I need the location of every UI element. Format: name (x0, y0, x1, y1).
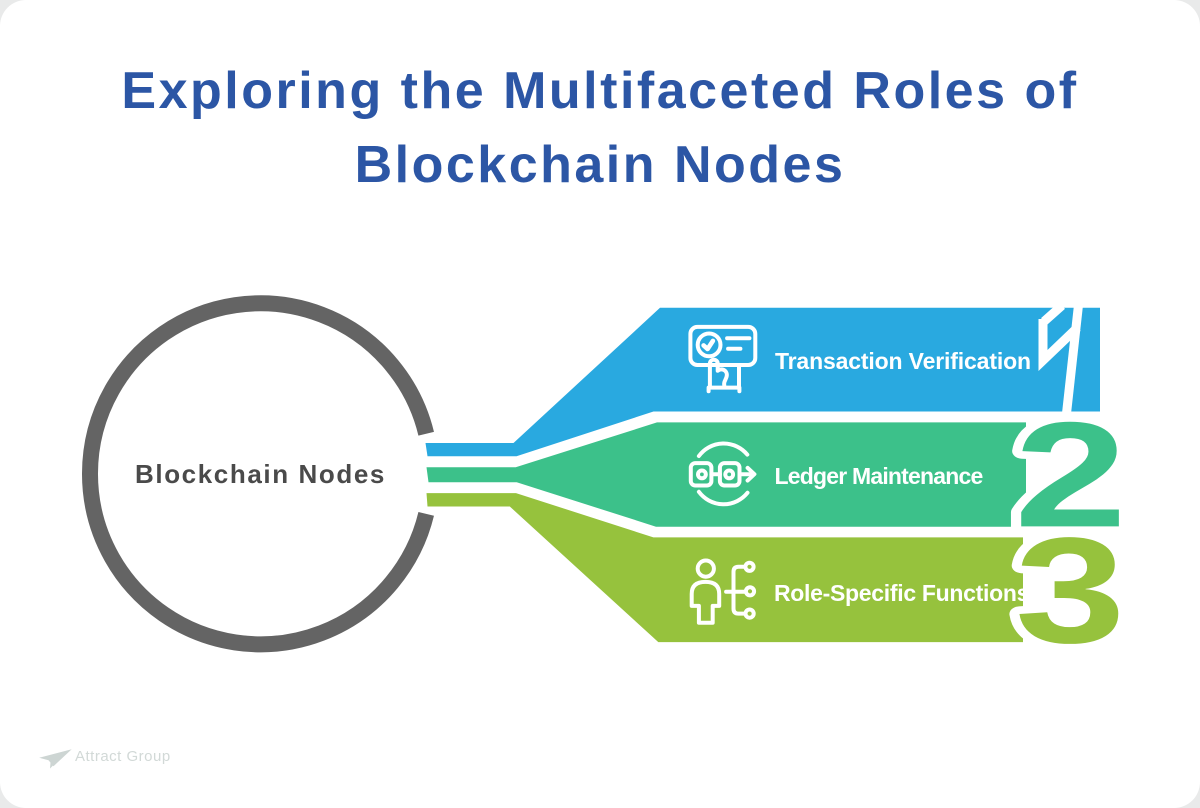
svg-text:3: 3 (1015, 506, 1126, 674)
svg-text:2: 2 (1014, 391, 1127, 558)
